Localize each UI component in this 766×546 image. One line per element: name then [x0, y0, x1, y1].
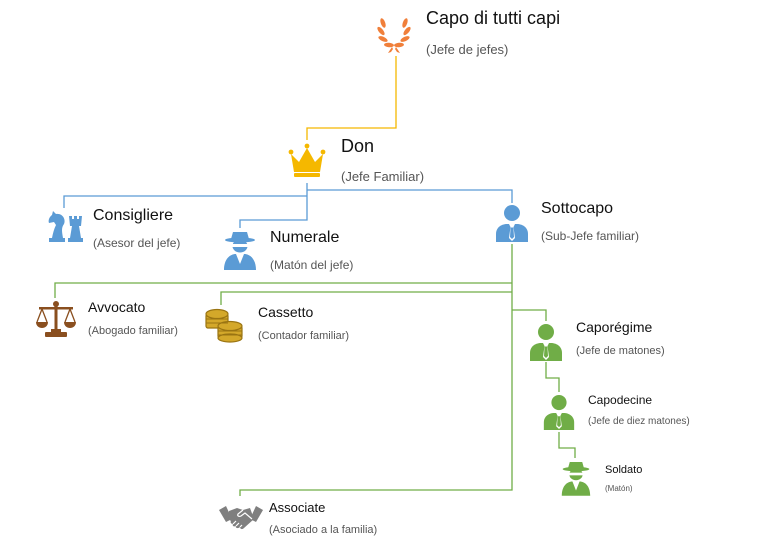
person-tie-icon	[530, 324, 562, 361]
consigliere-subtitle: (Asesor del jefe)	[93, 236, 181, 250]
capodecine-soldato-connector	[558, 432, 576, 458]
numerale-subtitle: (Matón del jefe)	[270, 258, 354, 272]
chess-pieces-icon	[48, 211, 83, 242]
gangster-icon	[224, 232, 256, 270]
capo-title: Capo di tutti capi	[426, 8, 561, 28]
laurel-wreath-icon	[377, 18, 411, 53]
caporegime-subtitle: (Jefe de matones)	[576, 345, 665, 357]
gangster-icon	[561, 462, 591, 496]
capodecine-title: Capodecine	[588, 393, 653, 407]
don-subtitle: (Jefe Familiar)	[341, 169, 425, 184]
caporegime-capodecine-connector	[545, 362, 560, 392]
capo-don-connector	[306, 56, 397, 140]
sottocapo-title: Sottocapo	[541, 200, 614, 217]
person-tie-icon	[496, 205, 528, 242]
person-tie-icon	[543, 394, 575, 430]
soldato-subtitle: (Matón)	[605, 484, 633, 493]
crown-icon	[288, 143, 326, 177]
associate-title: Associate	[269, 500, 326, 515]
don-children-connector	[63, 183, 513, 228]
capodecine-subtitle: (Jefe de diez matones)	[588, 416, 690, 427]
don-title: Don	[341, 136, 375, 156]
consigliere-title: Consigliere	[93, 207, 174, 224]
coins-icon	[205, 308, 243, 343]
avvocato-title: Avvocato	[88, 299, 146, 315]
handshake-icon	[219, 506, 263, 530]
cassetto-title: Cassetto	[258, 304, 314, 320]
soldato-title: Soldato	[605, 464, 643, 476]
caporegime-title: Caporégime	[576, 319, 653, 335]
sottocapo-subtitle: (Sub-Jefe familiar)	[541, 229, 640, 243]
scales-icon	[36, 301, 76, 337]
sottocapo-children-connector	[54, 244, 547, 496]
cassetto-subtitle: (Contador familiar)	[258, 330, 350, 342]
associate-subtitle: (Asociado a la familia)	[269, 524, 378, 536]
avvocato-subtitle: (Abogado familiar)	[88, 325, 178, 337]
numerale-title: Numerale	[270, 229, 340, 246]
capo-subtitle: (Jefe de jefes)	[426, 42, 509, 57]
